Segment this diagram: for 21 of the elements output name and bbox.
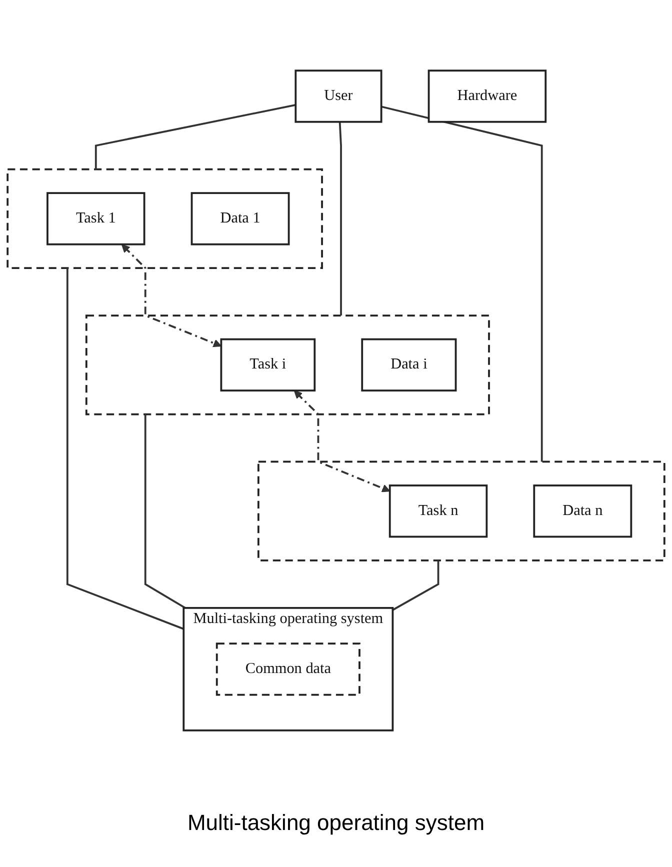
cluster bbox=[6, 168, 323, 269]
connector bbox=[338, 121, 342, 316]
caption: Multi-tasking operating system bbox=[186, 810, 486, 836]
node-box: Data 1 bbox=[190, 192, 290, 245]
cluster bbox=[85, 314, 490, 415]
node-box: Task n bbox=[388, 484, 488, 538]
node-box: Hardware bbox=[428, 69, 547, 122]
connector bbox=[66, 268, 184, 630]
connector bbox=[381, 105, 543, 462]
connector bbox=[144, 414, 186, 608]
connector bbox=[392, 560, 440, 610]
node-box: Task 1 bbox=[46, 192, 146, 245]
node-box: Data i bbox=[361, 338, 457, 391]
arrow bbox=[121, 244, 222, 347]
node-box: Data n bbox=[533, 484, 632, 538]
node-box: Common data bbox=[216, 642, 360, 696]
node-box: User bbox=[294, 69, 382, 122]
cluster bbox=[257, 460, 666, 561]
node-box: Task i bbox=[220, 338, 316, 391]
connector bbox=[94, 104, 296, 169]
arrow bbox=[294, 390, 390, 492]
